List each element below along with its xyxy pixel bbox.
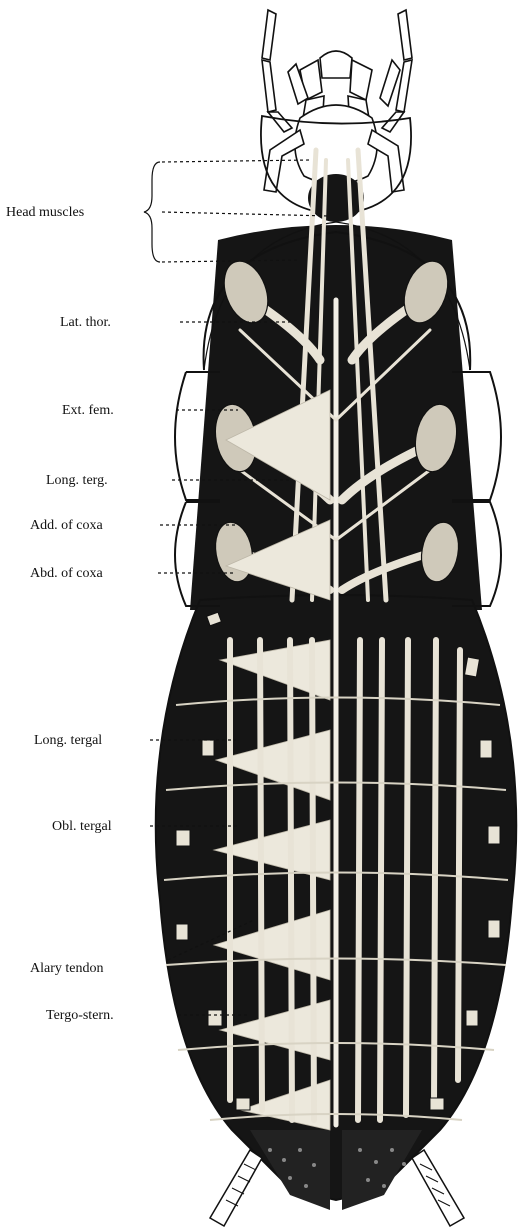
head-muscles-bracket (144, 162, 160, 262)
head-capsule (295, 105, 377, 184)
left-antenna (262, 10, 276, 60)
label-head-muscles: Head muscles (6, 205, 84, 220)
head-appendages (262, 10, 412, 192)
right-antenna (398, 10, 412, 60)
label-long-terg: Long. terg. (46, 473, 108, 488)
label-long-tergal: Long. tergal (34, 733, 102, 748)
label-lat-thor: Lat. thor. (60, 315, 111, 330)
right-cercus (412, 1150, 464, 1226)
label-alary-tendon: Alary tendon (30, 961, 103, 976)
label-obl-tergal: Obl. tergal (52, 819, 112, 834)
label-abd-of-coxa: Abd. of coxa (30, 566, 103, 581)
label-add-of-coxa: Add. of coxa (30, 518, 103, 533)
left-cercus (210, 1150, 262, 1226)
labels: Head muscles Lat. thor. Ext. fem. Long. … (6, 205, 114, 1023)
label-tergo-stern: Tergo-stern. (46, 1008, 114, 1023)
label-ext-fem: Ext. fem. (62, 403, 114, 418)
